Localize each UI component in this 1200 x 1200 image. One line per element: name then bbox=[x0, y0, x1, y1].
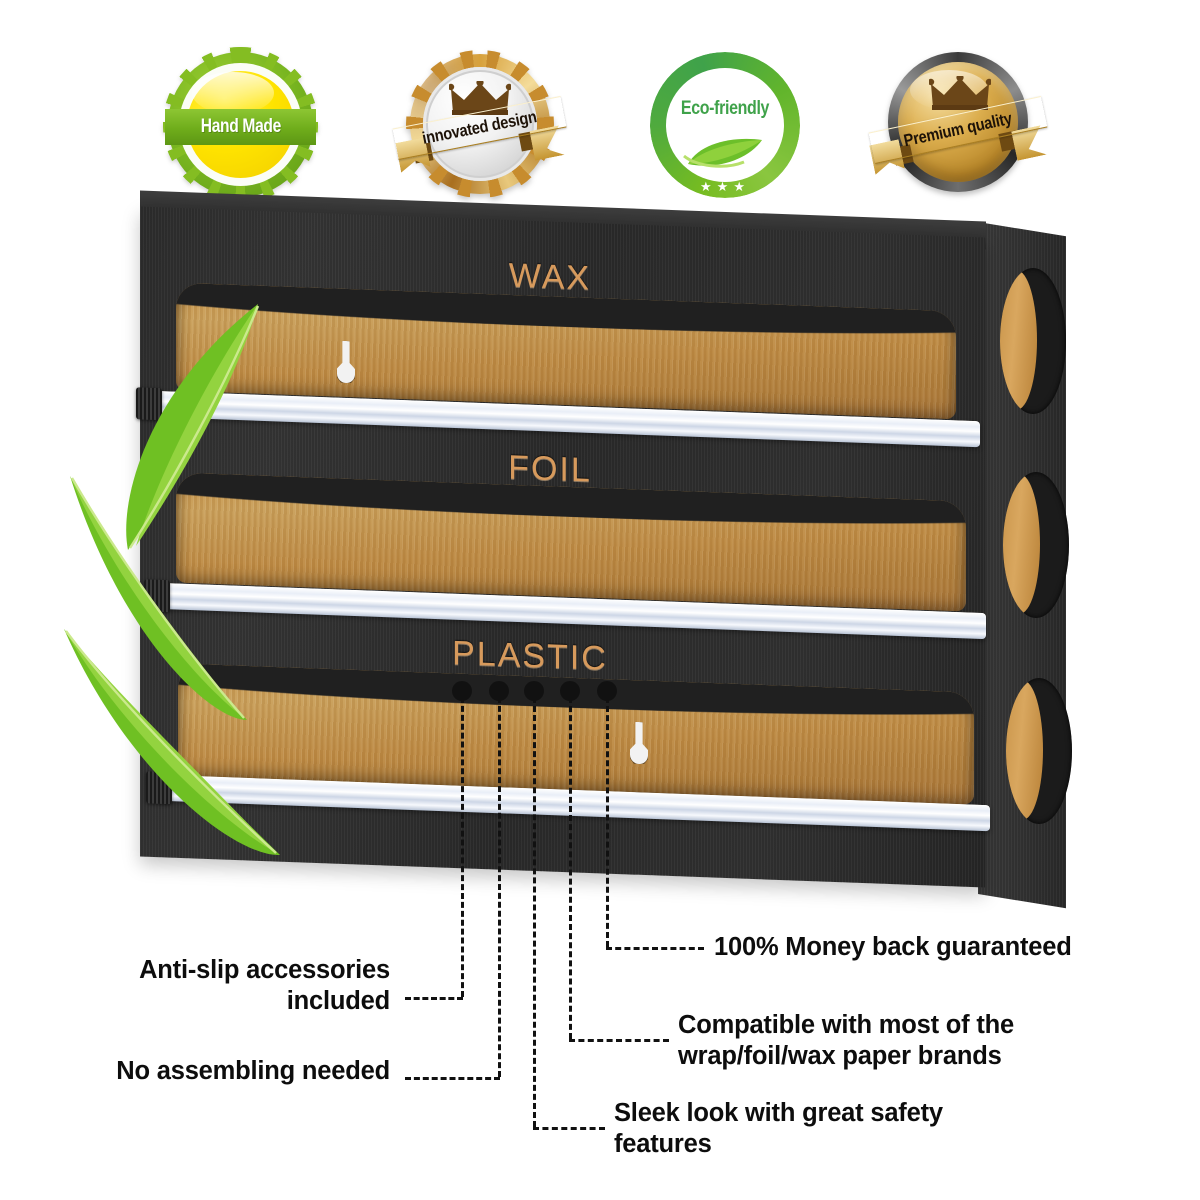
crown-icon bbox=[449, 81, 511, 115]
badge-innovated-design: innovated design bbox=[392, 48, 567, 200]
badge-inner-disc: Eco-friendly bbox=[666, 68, 784, 182]
access-hole-1 bbox=[1000, 268, 1066, 414]
hole-wood-inner bbox=[1000, 270, 1037, 411]
badge-silver-disc bbox=[423, 67, 537, 181]
callout-line-anti-slip-v bbox=[461, 697, 464, 997]
callout-line-money-back-h bbox=[606, 947, 704, 950]
badge-stars: ★★★ bbox=[700, 179, 750, 194]
badge-banner: Hand Made bbox=[165, 109, 316, 145]
access-hole-3 bbox=[1006, 678, 1072, 824]
callout-line-sleek-look-h bbox=[533, 1127, 605, 1130]
badge-eco-friendly: Eco-friendly ★★★ bbox=[650, 52, 800, 198]
callout-dot-3 bbox=[524, 681, 544, 701]
callout-label-no-assembling: No assembling needed bbox=[116, 1057, 390, 1085]
trust-badge-row: Hand Made innovated design bbox=[0, 22, 1200, 202]
callout-dot-2 bbox=[489, 681, 509, 701]
callout-line-anti-slip-h bbox=[405, 997, 463, 1000]
badge-hand-made: Hand Made bbox=[163, 47, 318, 202]
callout-label-compatible: Compatible with most of the wrap/foil/wa… bbox=[678, 1011, 1015, 1071]
hole-wood-inner bbox=[1006, 680, 1043, 821]
callout-label-anti-slip: Anti-slip accessories included bbox=[139, 956, 390, 1016]
callout-label-sleek-look: Sleek look with great safety features bbox=[614, 1099, 943, 1159]
product-image: WAX FOIL PLASTIC bbox=[58, 190, 1072, 909]
bamboo-leaf-1 bbox=[108, 300, 288, 560]
callout-line-compatible-h bbox=[569, 1039, 669, 1042]
bamboo-leaf-2 bbox=[62, 470, 262, 730]
callout-line-compatible-v bbox=[569, 697, 572, 1039]
badge-hand-made-label: Hand Made bbox=[200, 116, 281, 137]
callout-line-sleek-look-v bbox=[533, 697, 536, 1127]
badge-gloss-highlight bbox=[192, 72, 274, 114]
badge-premium-quality: Premium quality bbox=[868, 46, 1048, 201]
crown-icon bbox=[929, 76, 991, 110]
callout-label-money-back: 100% Money back guaranteed bbox=[714, 933, 1072, 961]
callout-line-money-back-v bbox=[606, 697, 609, 947]
badge-eco-friendly-label: Eco-friendly bbox=[680, 98, 770, 119]
callout-line-no-assembling-v bbox=[498, 697, 501, 1077]
callout-dot-4 bbox=[560, 681, 580, 701]
bamboo-leaf-3 bbox=[58, 625, 288, 865]
callout-dot-1 bbox=[452, 681, 472, 701]
leaf-icon bbox=[683, 138, 762, 168]
hole-wood-inner bbox=[1003, 474, 1040, 615]
callout-line-no-assembling-h bbox=[405, 1077, 500, 1080]
callout-dot-5 bbox=[597, 681, 617, 701]
access-hole-2 bbox=[1003, 472, 1069, 618]
